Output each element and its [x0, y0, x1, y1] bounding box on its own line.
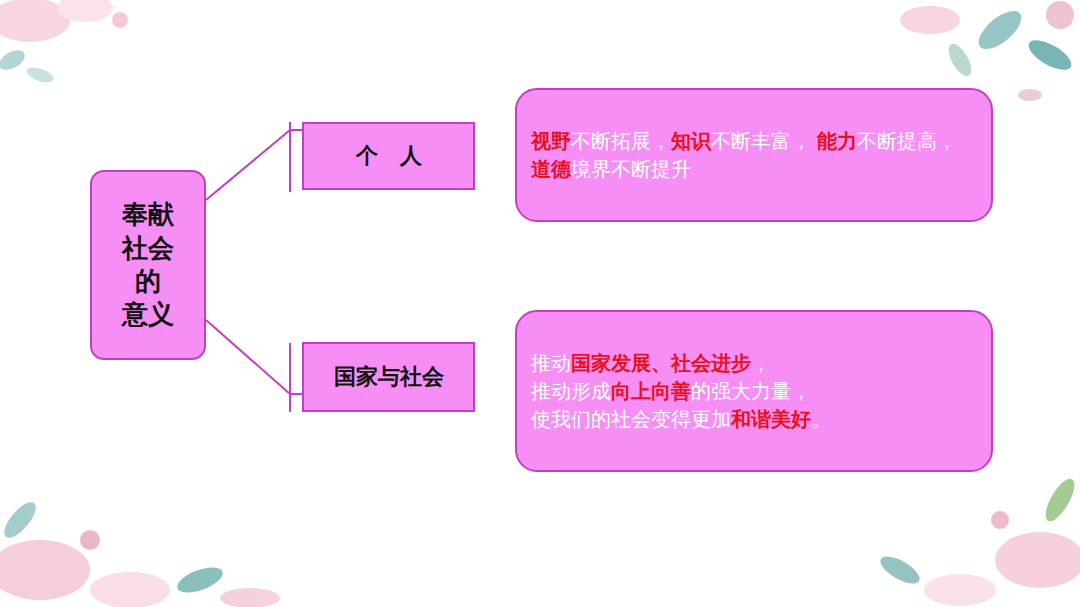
plain-text: 不断拓展，: [571, 129, 671, 153]
highlight: 国家发展、社会进步: [571, 351, 751, 375]
category-box: 个 人: [302, 122, 475, 190]
highlight: 视野: [531, 129, 571, 153]
plain-text: 推动: [531, 351, 571, 375]
flower-bottom-right: [876, 475, 1080, 606]
highlight: 向上向善: [611, 379, 691, 403]
plain-text: 不断提高，: [857, 129, 957, 153]
connector: [206, 130, 302, 200]
plain-text: 境界不断提升: [571, 157, 691, 181]
node-text: 奉献 社会 的 意义: [118, 198, 178, 331]
node-text: 个 人: [356, 143, 422, 169]
content-box: 推动国家发展、社会进步， 推动形成向上向善的强大力量， 使我们的社会变得更加和谐…: [515, 310, 993, 472]
plain-text: 。: [811, 407, 831, 431]
flower-top-right: [900, 1, 1076, 101]
content-box: 视野不断拓展，知识不断丰富， 能力不断提高， 道德境界不断提升: [515, 88, 993, 222]
node-text: 推动国家发展、社会进步， 推动形成向上向善的强大力量， 使我们的社会变得更加和谐…: [531, 349, 971, 433]
highlight: 和谐美好: [731, 407, 811, 431]
node-text: 国家与社会: [334, 364, 444, 390]
plain-text: 不断丰富，: [711, 129, 817, 153]
highlight: 能力: [817, 129, 857, 153]
bracket-bars: [289, 122, 291, 412]
category-box: 国家与社会: [302, 342, 475, 412]
flower-bottom-left: [0, 497, 280, 607]
topic-box: 奉献 社会 的 意义: [90, 170, 206, 360]
node-text: 视野不断拓展，知识不断丰富， 能力不断提高， 道德境界不断提升: [531, 127, 971, 183]
highlight: 道德: [531, 157, 571, 181]
flower-top-left: [0, 0, 128, 85]
highlight: 知识: [671, 129, 711, 153]
connector: [206, 320, 302, 394]
